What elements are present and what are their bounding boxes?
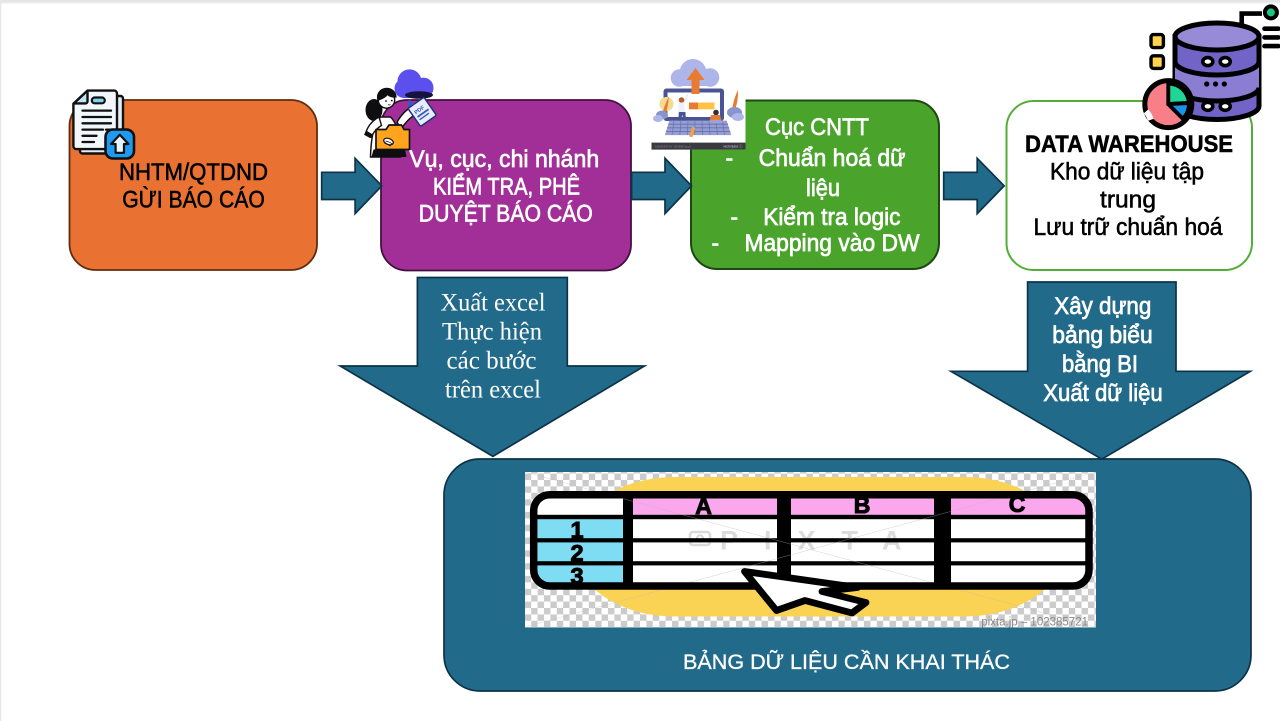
- svg-text:DATA WAREHOUSE: DATA WAREHOUSE: [1025, 131, 1233, 158]
- svg-text:Thực hiện: Thực hiện: [442, 319, 542, 346]
- svg-text:bằng BI: bằng BI: [1062, 351, 1138, 378]
- svg-text:liệu: liệu: [806, 175, 840, 202]
- svg-text:1: 1: [570, 517, 583, 543]
- svg-text:pixta.jp – 102385721: pixta.jp – 102385721: [981, 617, 1088, 629]
- svg-text:NHTM/QTDND: NHTM/QTDND: [119, 159, 268, 186]
- svg-text:Lưu trữ chuẩn hoá: Lưu trữ chuẩn hoá: [1034, 214, 1224, 241]
- svg-text:Kho dữ liệu tập: Kho dữ liệu tập: [1050, 159, 1204, 186]
- svg-text:Xuất excel: Xuất excel: [441, 290, 546, 317]
- svg-text:bảng biểu: bảng biểu: [1052, 322, 1153, 349]
- svg-text:3: 3: [570, 563, 583, 589]
- svg-text:PDF: PDF: [414, 105, 427, 117]
- svg-text:GỪI BÁO CÁO: GỪI BÁO CÁO: [122, 187, 265, 214]
- svg-text:DUYỆT BÁO CÁO: DUYỆT BÁO CÁO: [419, 201, 593, 228]
- svg-text:BẢNG DỮ LIỆU CẦN KHAI THÁC: BẢNG DỮ LIỆU CẦN KHAI THÁC: [683, 650, 1010, 674]
- svg-text:Xuất dữ liệu: Xuất dữ liệu: [1043, 380, 1163, 407]
- svg-text:trung: trung: [1100, 187, 1156, 214]
- svg-text:trên excel: trên excel: [445, 377, 541, 404]
- svg-text:- Mapping vào DW: - Mapping vào DW: [712, 230, 920, 257]
- svg-text:- Chuẩn hoá dữ: - Chuẩn hoá dữ: [726, 145, 906, 172]
- svg-text:2: 2: [570, 540, 583, 566]
- svg-text:các bước: các bước: [447, 348, 537, 375]
- svg-text:C: C: [1009, 491, 1026, 517]
- svg-text:1082934714 - BGEBCloud: 1082934714 - BGEBCloud: [655, 144, 691, 148]
- svg-text:A: A: [695, 493, 712, 519]
- svg-text:B: B: [854, 492, 871, 518]
- svg-text:vectorjuice ⓘ: vectorjuice ⓘ: [723, 143, 743, 148]
- svg-text:Vụ, cục, chi nhánh: Vụ, cục, chi nhánh: [409, 146, 599, 173]
- svg-text:- Kiểm tra logic: - Kiểm tra logic: [731, 204, 901, 231]
- svg-text:Cục CNTT: Cục CNTT: [765, 114, 869, 141]
- svg-text:Xây dựng: Xây dựng: [1054, 293, 1151, 320]
- svg-text:KIỂM TRA, PHÊ: KIỂM TRA, PHÊ: [433, 173, 580, 201]
